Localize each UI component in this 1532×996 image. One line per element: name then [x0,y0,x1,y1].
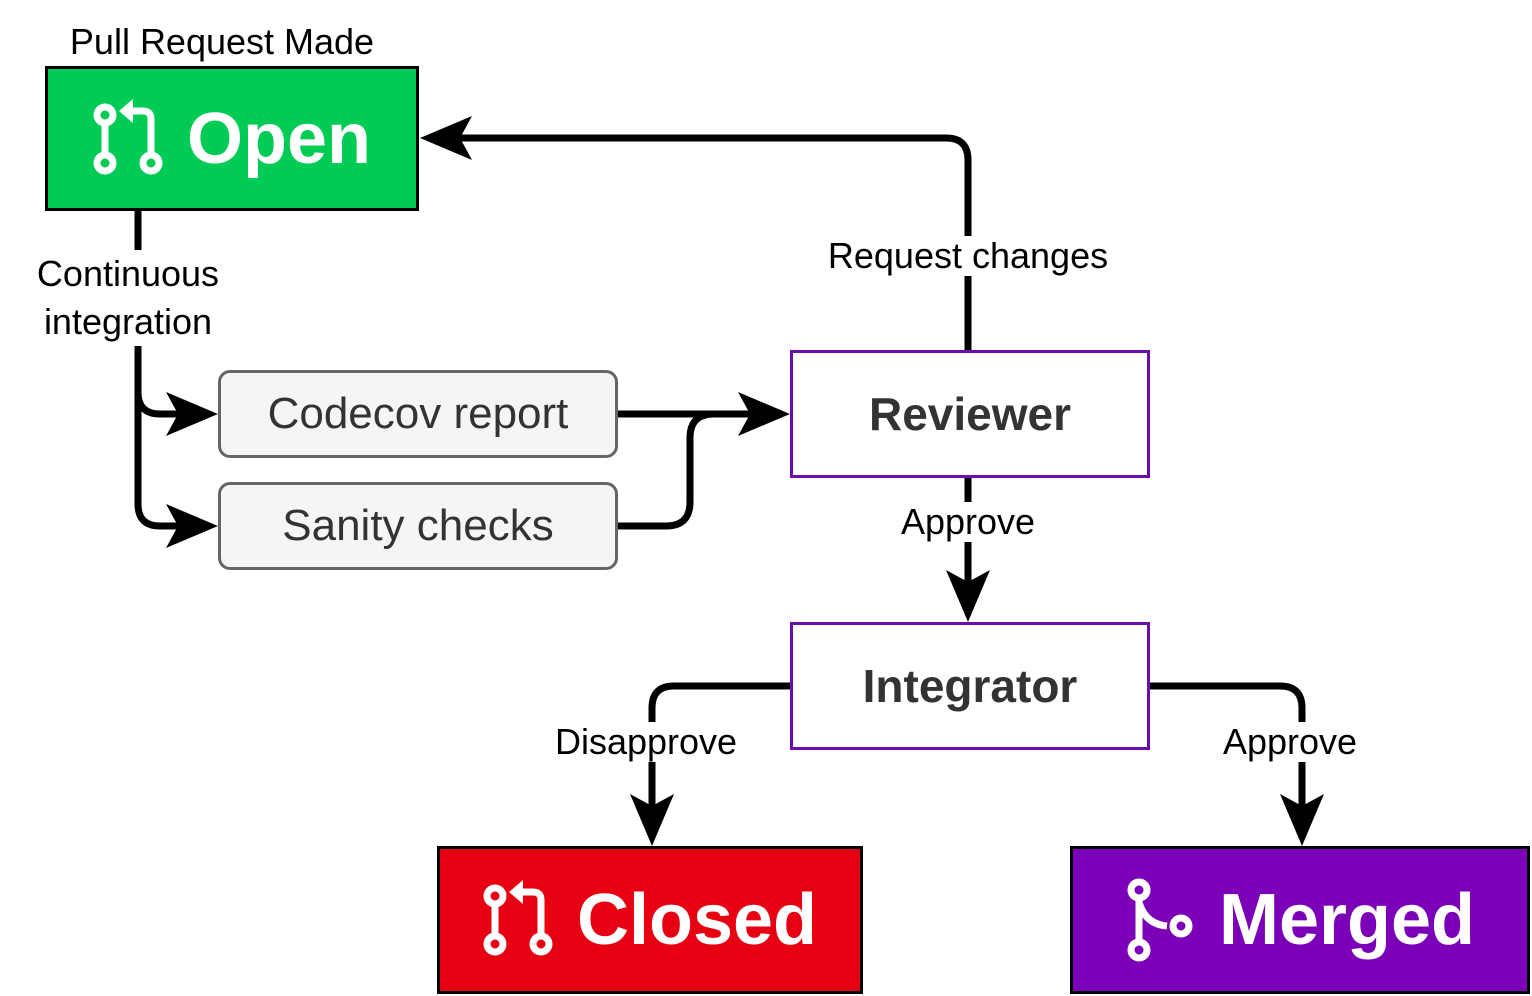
check-codecov-report: Codecov report [218,370,618,458]
edge-sanity-to-reviewer [618,410,758,530]
check-codecov-label: Codecov report [267,389,569,438]
actor-reviewer-label: Reviewer [868,388,1071,440]
edge-request-changes [460,134,972,350]
check-sanity-label: Sanity checks [282,501,554,550]
edge-integrator-approve [1150,682,1306,806]
caption-pull-request-made: Pull Request Made [69,21,375,62]
label-ci-line-1: Continuous [36,253,220,294]
actor-reviewer: Reviewer [790,350,1150,478]
label-request-changes: Request changes [808,236,1128,276]
edge-disapprove [648,682,790,806]
label-ci-line-2: integration [43,301,213,342]
state-merged: Merged [1070,846,1530,994]
label-reviewer-approve: Approve [888,502,1048,542]
arrowhead-merged [1280,794,1324,846]
label-continuous-integration: Continuous integration [18,250,238,346]
state-open: Open [45,66,419,211]
arrowhead-closed [630,794,674,846]
state-closed-label: Closed [576,880,818,960]
label-disapprove: Disapprove [540,722,752,762]
arrowhead-integrator [946,570,990,622]
arrowhead-reviewer [738,392,790,436]
git-pull-request-icon [93,98,163,174]
arrowhead-codecov [166,392,218,436]
edge-open-to-ci [134,210,186,530]
git-pull-request-icon [483,880,553,956]
state-closed: Closed [437,846,863,994]
actor-integrator-label: Integrator [862,660,1078,712]
arrowhead-sanity [166,504,218,548]
state-open-label: Open [186,98,371,179]
arrowhead-open [420,116,472,160]
actor-integrator: Integrator [790,622,1150,750]
state-merged-label: Merged [1218,880,1476,960]
git-merge-icon [1127,878,1193,962]
check-sanity-checks: Sanity checks [218,482,618,570]
label-integrator-approve: Approve [1212,722,1368,762]
